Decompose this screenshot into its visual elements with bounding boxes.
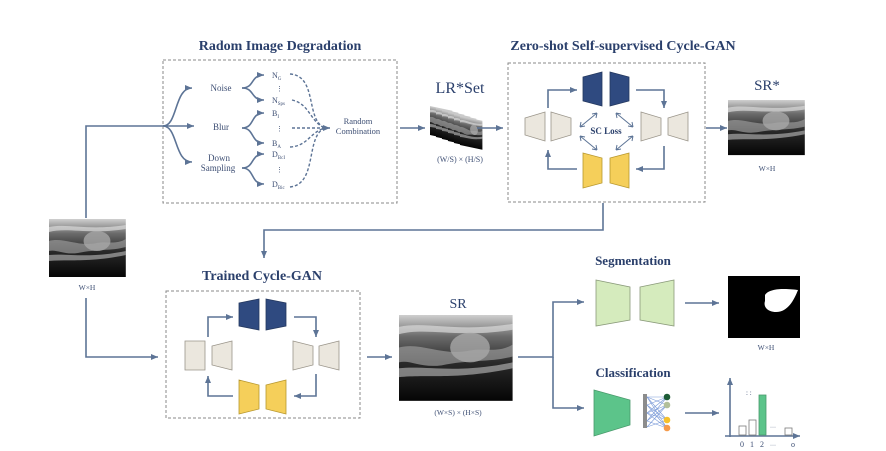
sr-dims: (W×S) × (H×S) — [434, 408, 482, 417]
n-g-label: NG — [272, 71, 282, 82]
segmentation-network — [595, 279, 675, 327]
output-node-3 — [663, 416, 671, 424]
input-to-trained-arrow — [85, 298, 158, 360]
zero-shot-generator-bottom — [582, 152, 630, 189]
merge-line-5 — [289, 127, 326, 188]
trained-cycle-arrow-4 — [205, 376, 233, 397]
branch-down-arrow — [162, 125, 193, 165]
cycle-arrow-4 — [545, 150, 577, 170]
trained-generator-right — [292, 340, 340, 371]
histogram-dots-top: : : — [746, 389, 752, 397]
blur-label: Blur — [213, 122, 229, 132]
down-label: Down — [208, 153, 230, 163]
noise-sub-arrow-1 — [241, 72, 265, 89]
zero-shot-title: Zero-shot Self-supervised Cycle-GAN — [510, 39, 735, 54]
output-node-1 — [663, 393, 671, 401]
cycle-arrow-3 — [636, 146, 665, 172]
trained-title: Trained Cycle-GAN — [202, 269, 322, 284]
classification-title: Classification — [595, 365, 671, 380]
lrset-dims: (W/S) × (H/S) — [437, 155, 483, 164]
trained-cycle-arrow-3 — [294, 374, 317, 399]
input-to-degradation-line — [85, 125, 163, 218]
sr-star-dims: W×H — [759, 164, 776, 173]
tick-ellipsis: ··· — [770, 443, 776, 449]
noise-sub-arrow-2 — [241, 87, 265, 103]
sr-star-image — [728, 100, 805, 156]
trained-cycle-arrow-2 — [294, 316, 319, 337]
histogram-bar — [748, 419, 757, 436]
histogram-dots-mid: ··· — [770, 425, 776, 431]
d-bic-label: DBic — [272, 180, 286, 191]
class-histogram: : : ··· 0 1 2 ··· o — [725, 378, 800, 449]
merge-line-1 — [289, 73, 326, 129]
branch-noise-arrow — [162, 85, 193, 127]
classification-encoder — [593, 389, 631, 437]
blur-sub-arrow-1 — [241, 110, 265, 129]
b-a-label: BA — [272, 139, 281, 150]
lrset-label: LR*Set — [436, 80, 485, 97]
noise-label: Noise — [211, 83, 232, 93]
random-label: Random — [344, 116, 373, 126]
merge-line-4 — [289, 127, 326, 148]
input-dims: W×H — [79, 283, 96, 292]
sr-to-segmentation-arrow — [518, 299, 584, 358]
gan-to-trained-arrow — [261, 203, 604, 258]
fully-connected-layer — [643, 393, 671, 432]
tick-1: 1 — [750, 440, 754, 449]
n-sps-label: NSps — [272, 96, 285, 107]
sr-label: SR — [449, 297, 467, 312]
down-sub-arrow-2 — [241, 167, 265, 187]
segmentation-mask — [728, 276, 800, 338]
degradation-box — [162, 59, 398, 204]
trained-generator-left — [184, 340, 233, 371]
trained-generator-bottom — [238, 379, 287, 415]
blur-vdots: ⋮ — [276, 125, 283, 133]
sr-star-label: SR* — [754, 78, 780, 94]
zero-shot-generator-left — [524, 111, 572, 142]
lrset-image-stack — [430, 106, 483, 150]
d-bci-label: DBcI — [272, 150, 285, 161]
trained-cycle-arrow-1 — [207, 314, 233, 337]
input-image — [49, 219, 126, 277]
sr-image — [399, 315, 513, 401]
segmentation-title: Segmentation — [595, 253, 672, 268]
merge-line-2 — [291, 99, 326, 129]
trained-box — [165, 290, 361, 419]
zero-shot-generator-top — [582, 71, 630, 107]
sampling-label: Sampling — [201, 163, 236, 173]
degradation-title: Radom Image Degradation — [199, 39, 362, 54]
blur-sub-arrow-2 — [241, 127, 265, 146]
tick-o: o — [791, 440, 795, 449]
tick-0: 0 — [740, 440, 744, 449]
histogram-bar — [738, 425, 747, 436]
sc-loss-arrows — [579, 112, 634, 151]
zero-shot-generator-right — [640, 111, 689, 142]
down-sub-arrow-1 — [241, 151, 265, 169]
sr-to-classification-arrow — [552, 357, 584, 411]
segmentation-dims: W×H — [758, 343, 775, 352]
tick-2: 2 — [760, 440, 764, 449]
combination-label: Combination — [336, 126, 381, 136]
histogram-bar — [758, 394, 767, 436]
output-node-2 — [663, 401, 671, 409]
cycle-arrow-2 — [636, 89, 667, 108]
trained-generator-top — [238, 298, 287, 331]
zero-shot-box — [507, 62, 706, 203]
down-vdots: ⋮ — [276, 166, 283, 174]
output-node-4 — [663, 424, 671, 432]
histogram-bar — [784, 427, 793, 436]
b-i-label: BI — [272, 109, 279, 120]
sc-loss-label: SC Loss — [590, 126, 622, 136]
cycle-arrow-1 — [547, 87, 577, 108]
noise-vdots: ⋮ — [276, 85, 283, 93]
